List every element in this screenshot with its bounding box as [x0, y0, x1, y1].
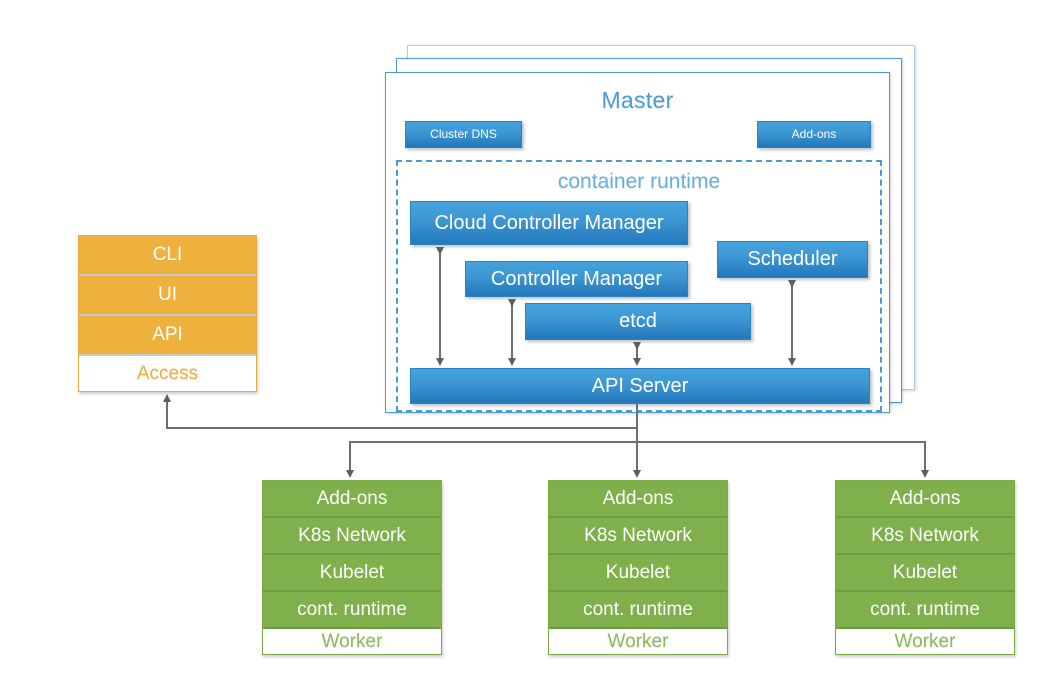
worker-2-row-add-ons[interactable]: Add-ons — [549, 481, 727, 518]
worker-node-3[interactable]: Add-ons K8s Network Kubelet cont. runtim… — [835, 480, 1015, 655]
component-controller-manager[interactable]: Controller Manager — [465, 261, 688, 297]
component-cloud-controller-manager[interactable]: Cloud Controller Manager — [410, 201, 688, 245]
access-row-api[interactable]: API — [79, 316, 256, 356]
container-runtime-title: container runtime — [557, 170, 721, 193]
worker-1-footer-label: Worker — [263, 629, 441, 654]
component-scheduler[interactable]: Scheduler — [717, 241, 868, 278]
worker-node-1[interactable]: Add-ons K8s Network Kubelet cont. runtim… — [262, 480, 442, 655]
access-footer-label: Access — [79, 356, 256, 391]
wire-apiserver-worker3 — [637, 441, 929, 478]
component-add-ons[interactable]: Add-ons — [757, 121, 871, 148]
worker-1-row-cont-runtime[interactable]: cont. runtime — [263, 592, 441, 629]
access-panel[interactable]: CLI UI API Access — [78, 235, 257, 392]
worker-2-row-kubelet[interactable]: Kubelet — [549, 555, 727, 592]
access-row-ui[interactable]: UI — [79, 276, 256, 316]
component-api-server[interactable]: API Server — [410, 368, 870, 404]
worker-3-row-kubelet[interactable]: Kubelet — [836, 555, 1014, 592]
worker-node-2[interactable]: Add-ons K8s Network Kubelet cont. runtim… — [548, 480, 728, 655]
worker-2-row-cont-runtime[interactable]: cont. runtime — [549, 592, 727, 629]
component-etcd[interactable]: etcd — [525, 303, 751, 340]
worker-3-row-cont-runtime[interactable]: cont. runtime — [836, 592, 1014, 629]
worker-1-row-kubelet[interactable]: Kubelet — [263, 555, 441, 592]
component-cluster-dns[interactable]: Cluster DNS — [405, 121, 522, 148]
worker-1-row-k8s-network[interactable]: K8s Network — [263, 518, 441, 555]
container-runtime-region: container runtime — [396, 160, 882, 412]
worker-2-footer-label: Worker — [549, 629, 727, 654]
access-row-cli[interactable]: CLI — [79, 236, 256, 276]
worker-3-row-add-ons[interactable]: Add-ons — [836, 481, 1014, 518]
worker-3-footer-label: Worker — [836, 629, 1014, 654]
worker-2-row-k8s-network[interactable]: K8s Network — [549, 518, 727, 555]
master-title: Master — [601, 87, 674, 113]
worker-3-row-k8s-network[interactable]: K8s Network — [836, 518, 1014, 555]
worker-1-row-add-ons[interactable]: Add-ons — [263, 481, 441, 518]
wire-apiserver-worker1 — [346, 441, 637, 478]
